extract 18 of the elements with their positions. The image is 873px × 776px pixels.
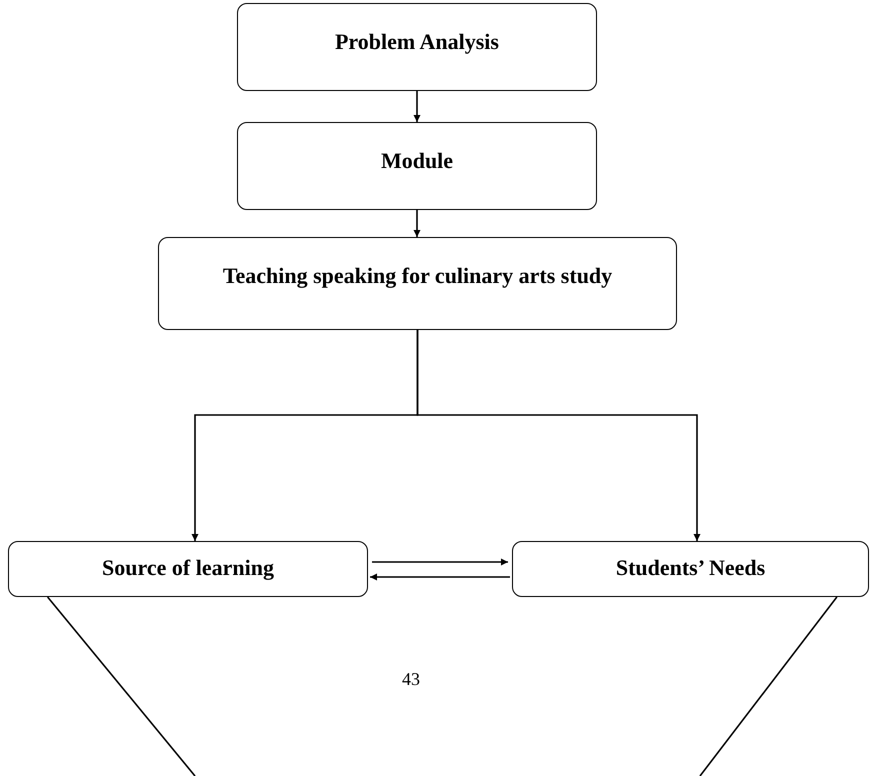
arrow bbox=[414, 210, 420, 237]
connector-line bbox=[46, 596, 196, 776]
arrow bbox=[414, 91, 420, 122]
process-box bbox=[237, 3, 597, 91]
box-label: Problem Analysis bbox=[334, 28, 499, 56]
box-label: Source of learning bbox=[102, 554, 274, 582]
arrow bbox=[370, 574, 510, 580]
box-label: Teaching speaking for culinary arts study bbox=[222, 262, 612, 290]
page-number: 43 bbox=[402, 668, 420, 691]
arrow bbox=[372, 558, 508, 566]
process-box bbox=[8, 541, 368, 597]
process-box bbox=[512, 541, 869, 597]
process-box bbox=[237, 122, 597, 210]
connector-line bbox=[699, 596, 838, 776]
process-box bbox=[158, 237, 677, 330]
box-label: Students’ Needs bbox=[616, 554, 766, 582]
box-label: Module bbox=[380, 147, 454, 174]
arrow bbox=[416, 330, 700, 541]
